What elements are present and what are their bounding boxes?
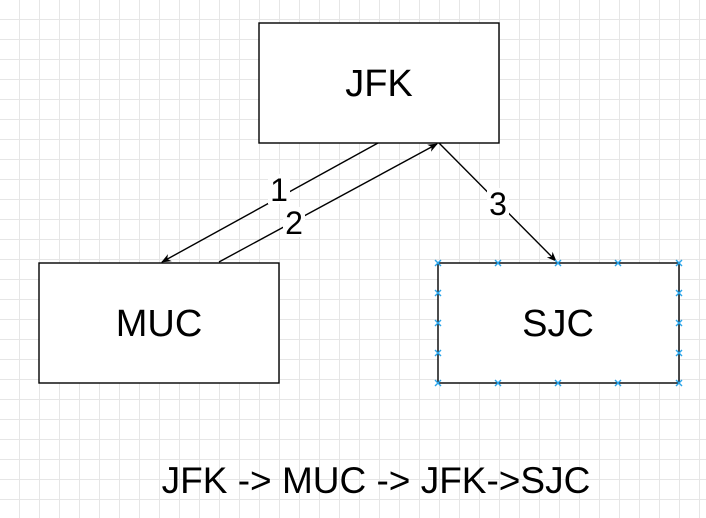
connection-point-icon[interactable] [434, 289, 442, 297]
node-jfk-box[interactable] [258, 22, 500, 144]
node-sjc-box[interactable] [437, 262, 680, 384]
node-muc-box[interactable] [38, 262, 280, 384]
connection-point-icon[interactable] [675, 379, 683, 387]
node-sjc-label: SJC [522, 303, 594, 345]
edge-muc-to-jfk[interactable] [218, 143, 438, 263]
connection-point-icon[interactable] [675, 289, 683, 297]
sjc-selection-handles[interactable] [434, 259, 683, 387]
connection-point-icon[interactable] [614, 259, 622, 267]
route-text[interactable]: JFK -> MUC -> JFK->SJC [161, 460, 591, 501]
edge-label-2[interactable]: 2 [285, 205, 303, 241]
connection-point-icon[interactable] [434, 319, 442, 327]
edge-label-3-background [487, 188, 509, 218]
edge-label-2-background [283, 207, 305, 237]
connection-point-icon[interactable] [434, 379, 442, 387]
connection-point-icon[interactable] [554, 259, 562, 267]
node-jfk[interactable]: JFK [258, 22, 500, 144]
connection-point-icon[interactable] [675, 349, 683, 357]
edge-label-3[interactable]: 3 [489, 186, 507, 222]
connection-point-icon[interactable] [675, 319, 683, 327]
edge-label-1[interactable]: 1 [270, 172, 288, 208]
connection-point-icon[interactable] [675, 259, 683, 267]
node-muc[interactable]: MUC [38, 262, 280, 384]
node-muc-label: MUC [116, 303, 203, 345]
connection-point-icon[interactable] [554, 379, 562, 387]
connection-point-icon[interactable] [494, 259, 502, 267]
node-sjc[interactable]: SJC [437, 262, 680, 384]
connection-point-icon[interactable] [614, 379, 622, 387]
connection-point-icon[interactable] [434, 349, 442, 357]
edge-label-1-background [268, 174, 290, 204]
node-jfk-label: JFK [345, 63, 413, 105]
connection-point-icon[interactable] [494, 379, 502, 387]
connection-point-icon[interactable] [434, 259, 442, 267]
